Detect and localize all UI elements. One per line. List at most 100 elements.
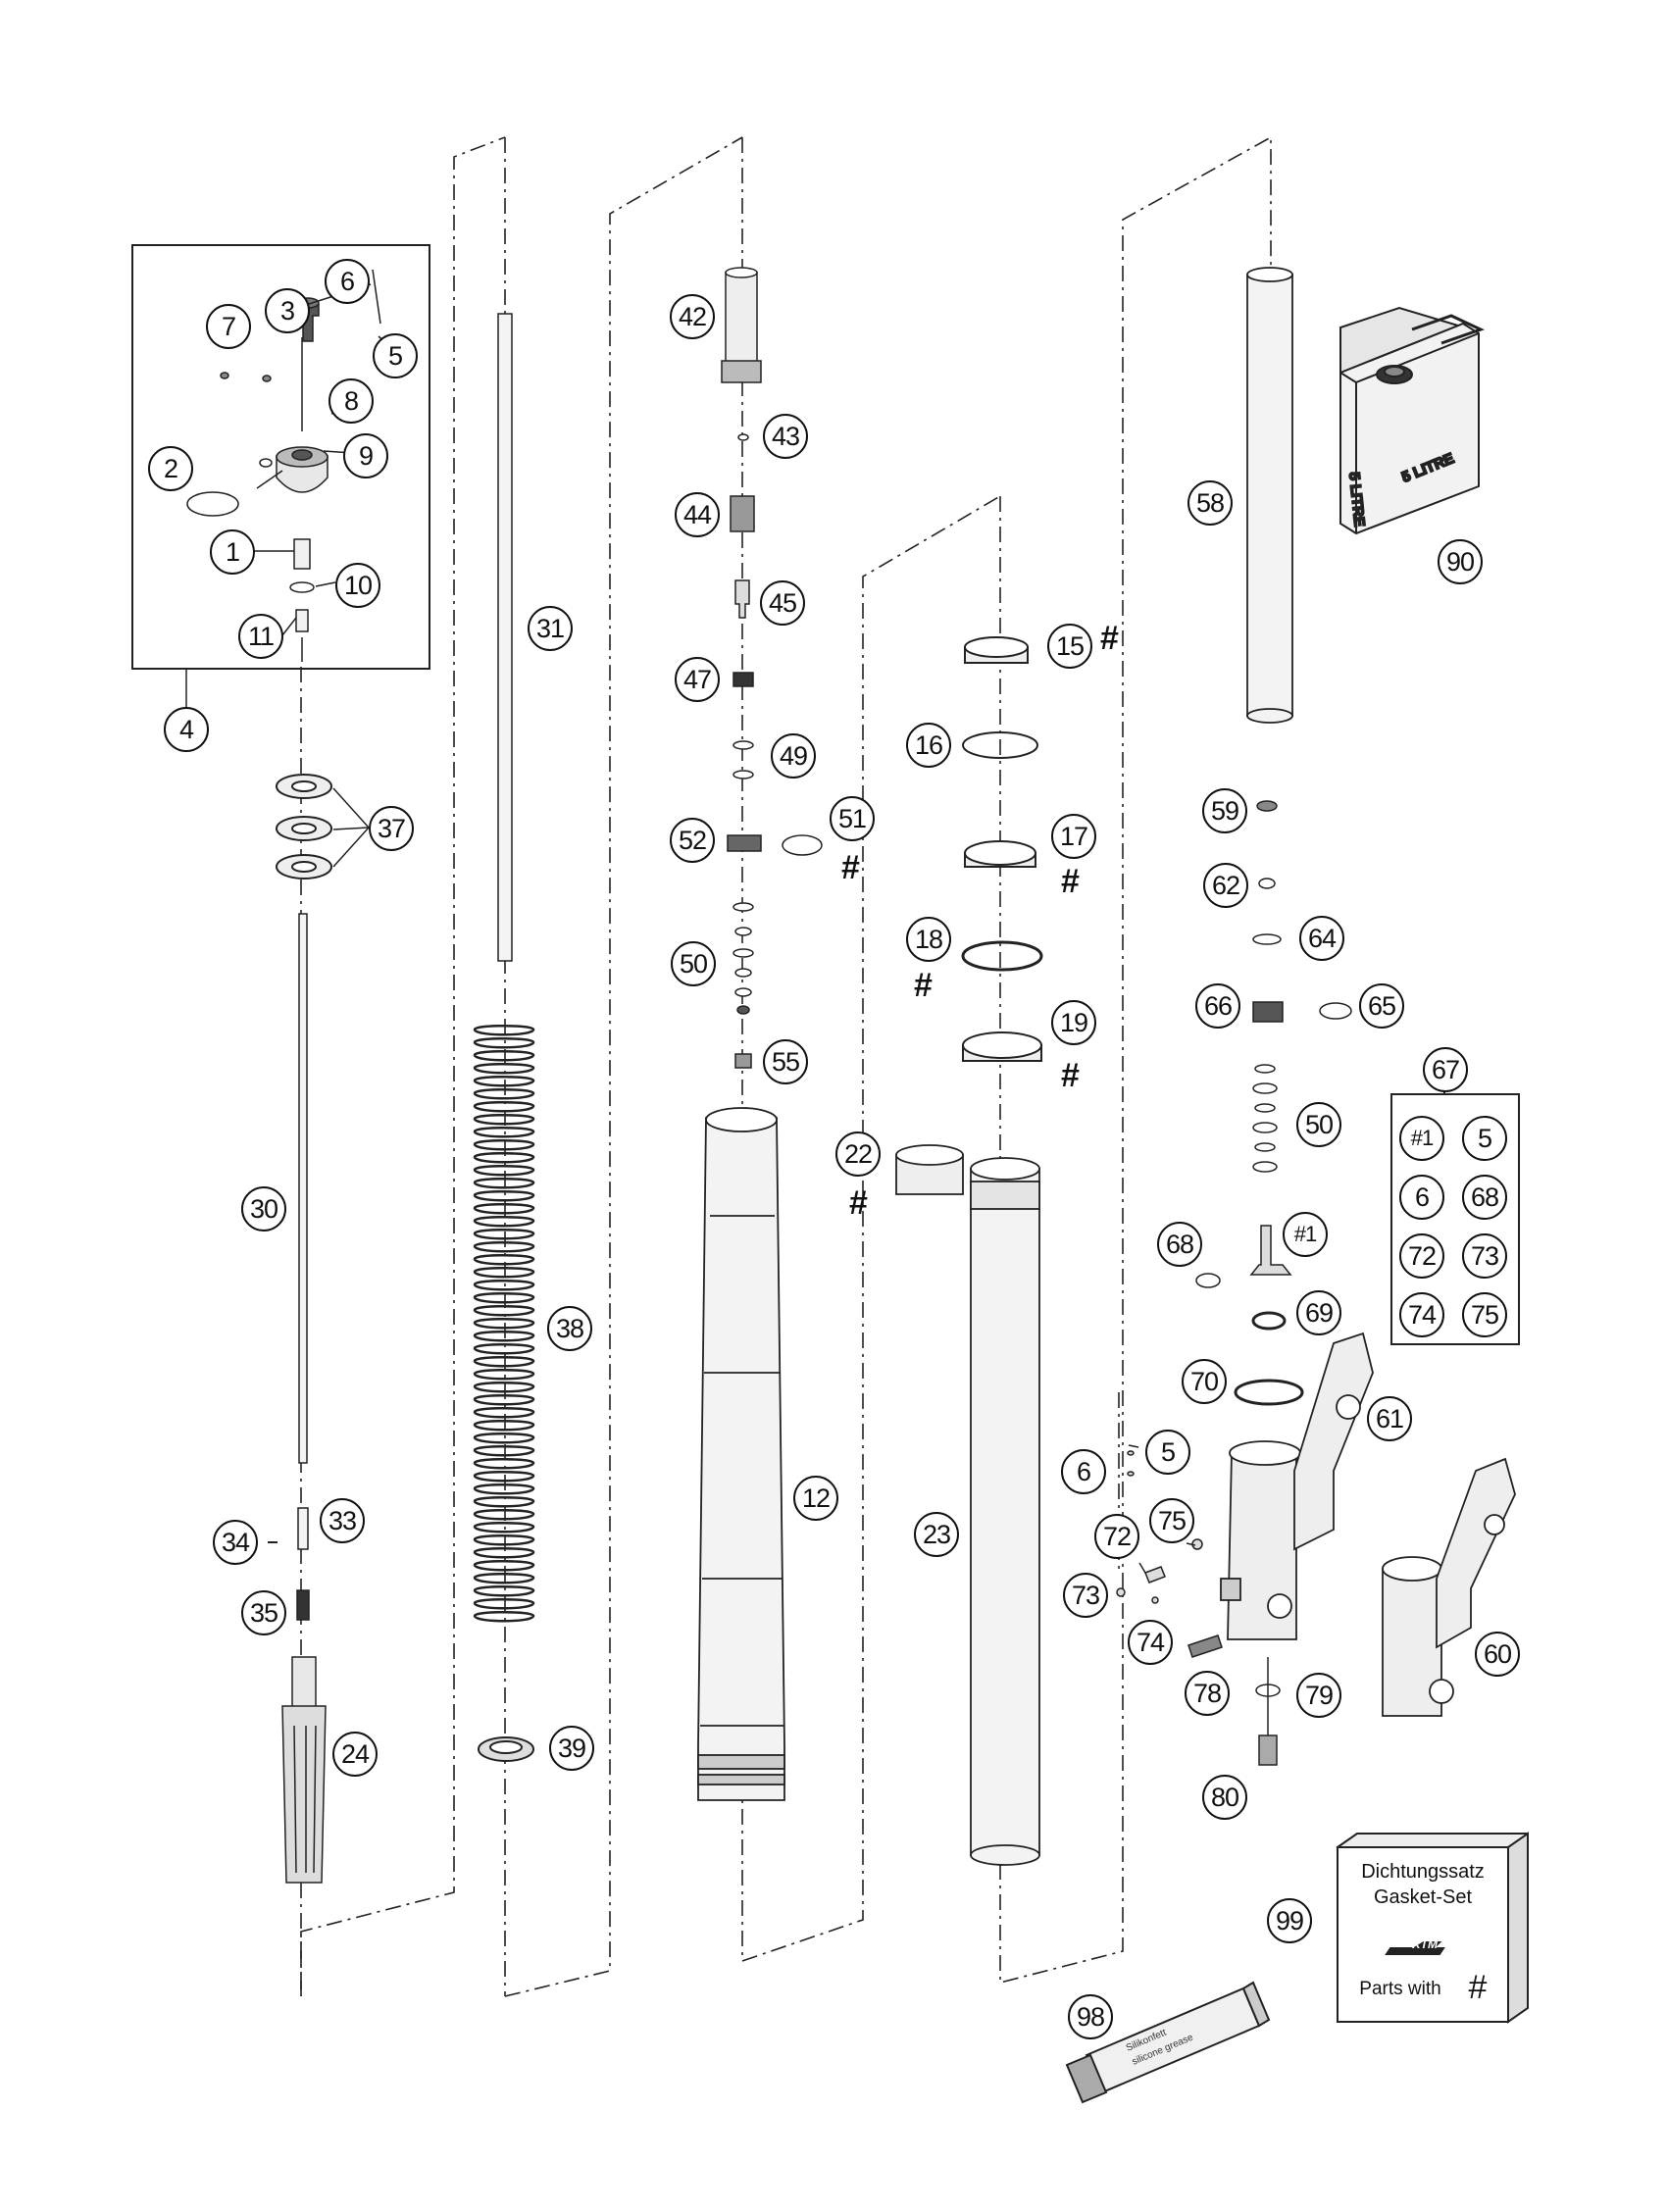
callout-70: 70 [1182, 1359, 1227, 1404]
callout-34: 34 [213, 1520, 258, 1565]
part-60-axle-foot [1382, 1457, 1516, 1717]
callout-55: 55 [763, 1039, 808, 1084]
kit-67-frame [1390, 1093, 1520, 1345]
callout-67: 67 [1423, 1047, 1468, 1092]
hash-51: # [841, 849, 860, 886]
gasket-set-brand: KTM [1412, 1937, 1438, 1951]
callout-1: 1 [210, 529, 255, 575]
kit-item-8: 75 [1462, 1292, 1507, 1337]
callout-33: 33 [320, 1498, 365, 1543]
grease-tube: Silikonfett silicone grease [1065, 1981, 1271, 2104]
part-37-shims [276, 774, 332, 880]
callout-72: 72 [1094, 1514, 1139, 1559]
kit-item-4: 68 [1462, 1175, 1507, 1220]
part-cartridge-internals [1195, 800, 1352, 1406]
part-61-axle-foot [1220, 1332, 1374, 1640]
callout-64: 64 [1299, 916, 1344, 961]
callout-52: 52 [670, 818, 715, 863]
callout-5: 5 [373, 333, 418, 378]
kit-item-6: 73 [1462, 1233, 1507, 1279]
callout-58: 58 [1187, 480, 1233, 526]
callout-44: 44 [675, 492, 720, 537]
hash-22: # [849, 1184, 868, 1222]
part-12-outer-tube [697, 1107, 785, 1801]
callout-31: 31 [528, 606, 573, 651]
hash-17: # [1061, 863, 1080, 900]
callout-30: 30 [241, 1186, 286, 1232]
callout-66: 66 [1195, 983, 1240, 1029]
callout-62: 62 [1203, 863, 1248, 908]
callout-98: 98 [1068, 1994, 1113, 2039]
part-seals-stack [961, 636, 1043, 1062]
callout-65: 65 [1359, 983, 1404, 1029]
callout-78: 78 [1185, 1671, 1230, 1716]
kit-item-3: 6 [1399, 1175, 1444, 1220]
callout-8: 8 [328, 378, 374, 424]
callout-15: 15 [1047, 624, 1092, 669]
hash-18: # [914, 967, 933, 1004]
callout-68: 68 [1157, 1222, 1202, 1267]
callout-74: 74 [1128, 1620, 1173, 1665]
callout-10: 10 [335, 563, 380, 608]
callout-6b: 6 [1061, 1449, 1106, 1494]
callout-47: 47 [675, 657, 720, 702]
callout-18: 18 [906, 917, 951, 962]
callout-23: 23 [914, 1512, 959, 1557]
kit-item-7: 74 [1399, 1292, 1444, 1337]
part-58-tube [1246, 267, 1293, 724]
callout-75: 75 [1149, 1498, 1194, 1543]
callout-9: 9 [343, 433, 388, 478]
callout-43: 43 [763, 414, 808, 459]
gasket-set-mark: # [1468, 1969, 1488, 2006]
callout-19: 19 [1051, 1000, 1096, 1045]
callout-hash1: #1 [1283, 1212, 1328, 1257]
callout-73: 73 [1063, 1573, 1108, 1618]
callout-38: 38 [547, 1306, 592, 1351]
oil-can-small-label: 5 LITRE [1345, 472, 1368, 528]
callout-90: 90 [1438, 539, 1483, 584]
callout-12: 12 [793, 1476, 838, 1521]
hash-15: # [1100, 620, 1119, 657]
gasket-set-line2: Gasket-Set [1373, 1886, 1473, 1908]
gasket-set-line3: Parts with [1359, 1979, 1441, 1999]
callout-50-left: 50 [671, 941, 716, 986]
callout-39: 39 [549, 1726, 594, 1771]
part-23-inner-tube [970, 1157, 1040, 1866]
callout-16: 16 [906, 723, 951, 768]
callout-4: 4 [164, 707, 209, 752]
callout-42: 42 [670, 294, 715, 339]
callout-69: 69 [1296, 1290, 1341, 1335]
hash-19: # [1061, 1057, 1080, 1094]
part-38-spring [473, 1025, 535, 1623]
kit-item-2: 5 [1462, 1116, 1507, 1161]
part-top-cap-assembly [186, 297, 328, 662]
oil-can: 5 LITRE 5 LITRE [1339, 306, 1485, 535]
callout-5b: 5 [1145, 1430, 1190, 1475]
gasket-set-box [1336, 1832, 1529, 2024]
part-damper-internals [721, 267, 823, 1069]
callout-35: 35 [241, 1590, 286, 1635]
callout-49: 49 [771, 733, 816, 779]
callout-50-right: 50 [1296, 1102, 1341, 1147]
kit-item-1: #1 [1399, 1116, 1444, 1161]
callout-7: 7 [206, 304, 251, 349]
part-39-ring [478, 1736, 534, 1762]
callout-60: 60 [1475, 1632, 1520, 1677]
callout-61: 61 [1367, 1396, 1412, 1441]
callout-3: 3 [265, 288, 310, 333]
part-31-tube [497, 313, 513, 962]
callout-99: 99 [1267, 1898, 1312, 1943]
part-small-hardware [1116, 1450, 1281, 1766]
callout-6: 6 [325, 259, 370, 304]
callout-17: 17 [1051, 814, 1096, 859]
callout-45: 45 [760, 580, 805, 626]
callout-80: 80 [1202, 1775, 1247, 1820]
callout-79: 79 [1296, 1673, 1341, 1718]
callout-11: 11 [238, 614, 283, 659]
kit-item-5: 72 [1399, 1233, 1444, 1279]
callout-24: 24 [332, 1732, 378, 1777]
part-22-bushing [895, 1144, 964, 1195]
gasket-set-line1: Dichtungssatz [1361, 1861, 1485, 1883]
part-30-rod [281, 913, 327, 1884]
